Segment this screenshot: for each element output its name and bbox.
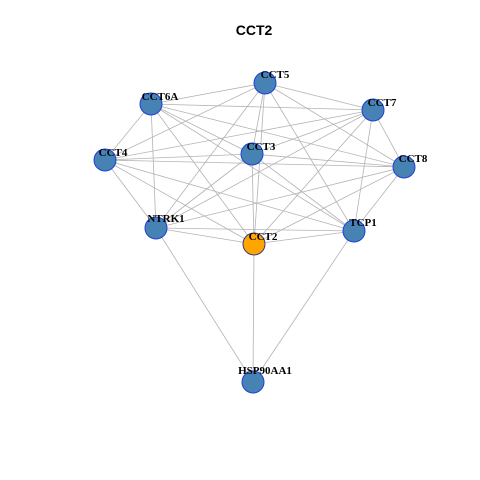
node-hsp90aa1: HSP90AA1 bbox=[238, 365, 292, 394]
chart-title: CCT2 bbox=[236, 22, 273, 38]
node-label-cct4: CCT4 bbox=[99, 147, 128, 159]
node-cct6a: CCT6A bbox=[139, 91, 179, 116]
node-circle-cct7 bbox=[361, 98, 385, 122]
edge-tcp1-cct2 bbox=[253, 230, 355, 245]
edge-ntrk1-cct2 bbox=[155, 227, 255, 245]
node-label-hsp90aa1: HSP90AA1 bbox=[238, 365, 292, 377]
edge-cct3-ntrk1 bbox=[155, 153, 253, 229]
edge-cct6a-cct8 bbox=[150, 103, 405, 168]
edge-cct7-cct4 bbox=[104, 109, 374, 161]
edge-layer bbox=[104, 82, 405, 383]
node-circle-hsp90aa1 bbox=[241, 370, 265, 394]
node-label-cct7: CCT7 bbox=[368, 97, 397, 109]
node-circle-ntrk1 bbox=[144, 216, 168, 240]
edge-cct3-cct2 bbox=[251, 153, 255, 245]
edge-cct5-cct4 bbox=[104, 82, 266, 161]
node-cct2: CCT2 bbox=[242, 231, 278, 256]
node-circle-cct8 bbox=[392, 155, 416, 179]
edge-cct5-cct6a bbox=[150, 82, 266, 105]
node-circle-cct2 bbox=[242, 232, 266, 256]
node-label-ntrk1: NTRK1 bbox=[147, 213, 184, 225]
node-circle-cct5 bbox=[253, 71, 277, 95]
edge-cct8-ntrk1 bbox=[155, 166, 405, 229]
edge-cct8-cct2 bbox=[253, 166, 405, 245]
edge-cct4-cct2 bbox=[104, 159, 255, 245]
node-label-tcp1: TCP1 bbox=[349, 217, 377, 229]
edge-cct4-tcp1 bbox=[104, 159, 355, 232]
edge-cct5-cct7 bbox=[264, 82, 374, 111]
edge-cct6a-cct7 bbox=[150, 103, 374, 111]
node-label-cct3: CCT3 bbox=[247, 141, 276, 153]
edge-cct7-ntrk1 bbox=[155, 109, 374, 229]
edge-cct6a-cct2 bbox=[150, 103, 255, 245]
node-tcp1: TCP1 bbox=[342, 217, 377, 243]
edge-cct7-cct2 bbox=[253, 109, 374, 245]
edge-cct6a-cct4 bbox=[104, 103, 152, 161]
node-label-cct5: CCT5 bbox=[261, 69, 290, 81]
edge-cct6a-cct3 bbox=[150, 103, 253, 155]
node-cct5: CCT5 bbox=[253, 69, 290, 95]
node-circle-cct3 bbox=[240, 142, 264, 166]
node-cct7: CCT7 bbox=[361, 97, 397, 122]
edge-tcp1-hsp90aa1 bbox=[252, 230, 355, 383]
edge-ntrk1-tcp1 bbox=[155, 227, 355, 232]
node-cct8: CCT8 bbox=[392, 153, 428, 179]
edge-cct5-cct8 bbox=[264, 82, 405, 168]
edge-cct3-cct8 bbox=[251, 153, 405, 168]
node-label-cct8: CCT8 bbox=[399, 153, 428, 165]
node-circle-cct6a bbox=[139, 92, 163, 116]
node-label-cct2: CCT2 bbox=[249, 231, 278, 243]
edge-cct3-tcp1 bbox=[251, 153, 355, 232]
edge-cct8-tcp1 bbox=[353, 166, 405, 232]
edge-cct7-tcp1 bbox=[353, 109, 374, 232]
edge-cct4-ntrk1 bbox=[104, 159, 157, 229]
edge-cct6a-ntrk1 bbox=[150, 103, 157, 229]
node-ntrk1: NTRK1 bbox=[144, 213, 185, 240]
node-label-cct6a: CCT6A bbox=[142, 91, 179, 103]
node-cct3: CCT3 bbox=[240, 141, 276, 166]
node-cct4: CCT4 bbox=[93, 147, 128, 172]
node-circle-cct4 bbox=[93, 148, 117, 172]
edge-ntrk1-hsp90aa1 bbox=[155, 227, 254, 383]
edge-cct5-cct3 bbox=[251, 82, 266, 155]
edge-cct4-cct3 bbox=[104, 153, 253, 161]
edge-cct5-tcp1 bbox=[264, 82, 355, 232]
node-circle-tcp1 bbox=[342, 219, 366, 243]
edge-cct2-hsp90aa1 bbox=[252, 243, 255, 383]
edge-cct7-cct3 bbox=[251, 109, 374, 155]
